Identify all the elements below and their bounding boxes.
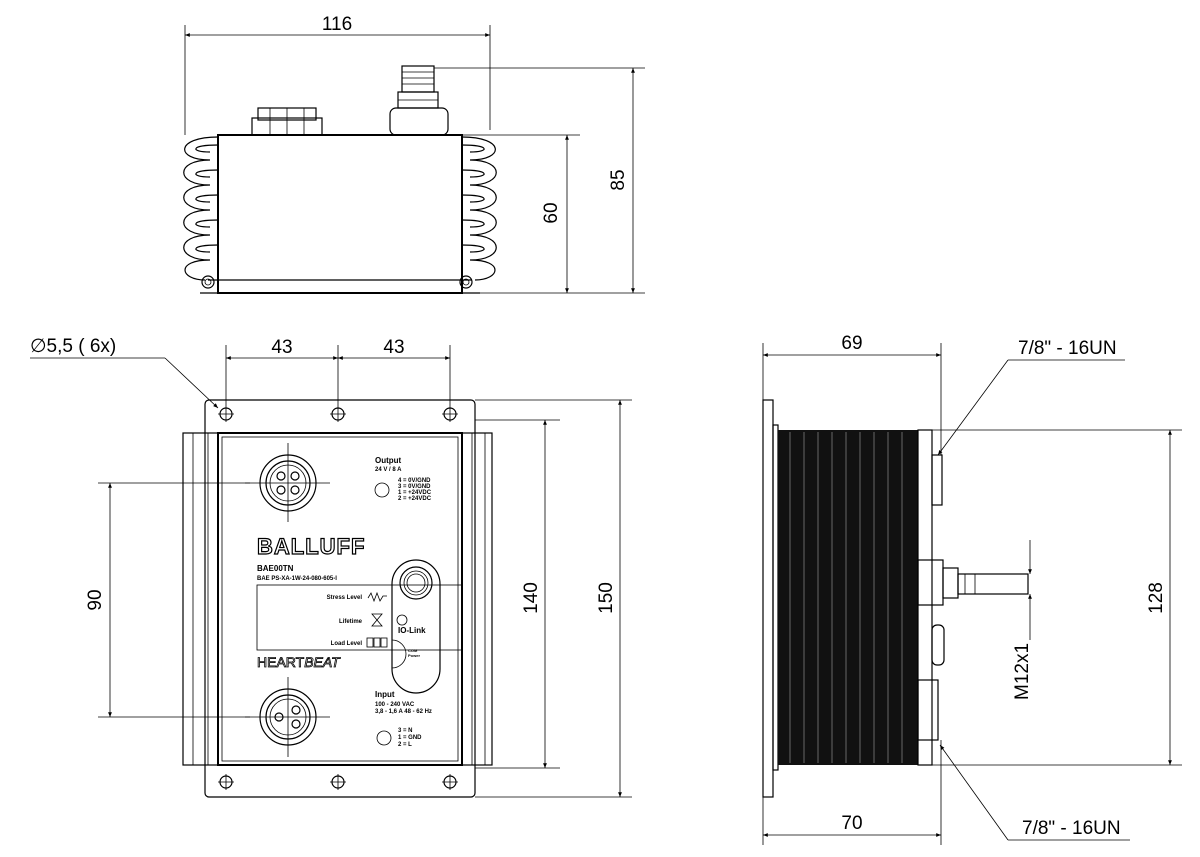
hourglass-icon (371, 613, 383, 627)
input-title: Input (375, 690, 395, 699)
input-pin: 3 = N (398, 728, 413, 734)
front-view: Output 24 V / 8 A 4 = 0V/GND 3 = 0V/GND … (30, 336, 632, 798)
top-connector-left (251, 107, 323, 136)
dim-width-116: 116 (322, 14, 352, 35)
top-body (217, 134, 463, 294)
input-pin: 2 = L (398, 742, 412, 748)
mounting-holes (218, 406, 458, 790)
dim-43-right: 43 (383, 337, 404, 358)
input-pin-icon (376, 730, 392, 746)
side-output-connector (931, 454, 943, 506)
dim-128: 128 (1146, 582, 1167, 614)
thread-bottom-label: 7/8" - 16UN (1022, 818, 1121, 839)
m12-connector (942, 567, 959, 599)
io-link-window (391, 559, 441, 694)
input-current: 3,8 - 1,6 A 48 - 62 Hz (375, 709, 432, 715)
output-pin: 4 = 0V/GND (398, 478, 431, 484)
part-number: BAE PS-XA-1W-24-080-605-I (257, 576, 337, 582)
thread-top-label: 7/8" - 16UN (1018, 338, 1117, 359)
m12-label: M12x1 (1012, 643, 1033, 700)
dim-70: 70 (841, 813, 862, 834)
dim-150: 150 (596, 582, 617, 614)
lifetime-label: Lifetime (339, 619, 363, 625)
dim-height-60: 60 (541, 202, 562, 223)
load-bars-icon (366, 637, 388, 648)
power-label: Power (408, 653, 420, 658)
output-connector (245, 443, 330, 522)
right-rail (461, 432, 493, 766)
dim-90: 90 (85, 589, 106, 610)
right-fins (461, 136, 497, 281)
side-fins (778, 430, 918, 765)
hole-note: ∅5,5 ( 6x) (30, 336, 116, 357)
balluff-logo: BALLUFF (257, 534, 365, 559)
side-input-connector (917, 679, 939, 741)
top-view: 116 60 85 (183, 14, 645, 294)
output-rating: 24 V / 8 A (375, 467, 402, 473)
output-pin: 2 = +24VDC (398, 496, 432, 502)
output-title: Output (375, 456, 402, 465)
model-label: BAE00TN (257, 564, 294, 573)
output-pin-icon (374, 482, 390, 498)
input-pin: 1 = GND (398, 735, 422, 741)
left-fins (183, 136, 219, 281)
output-pin: 3 = 0V/GND (398, 484, 431, 490)
stress-level-label: Stress Level (327, 595, 363, 601)
side-plate (762, 399, 774, 798)
input-voltage: 100 - 240 VAC (375, 702, 415, 708)
stress-wave-icon (367, 591, 387, 603)
io-link-label: IO-Link (398, 626, 426, 635)
output-pin: 1 = +24VDC (398, 490, 432, 496)
side-view: 69 70 128 M12x1 7/8" - 16UN 7/8" - 16UN (762, 333, 1182, 845)
dim-43-left: 43 (271, 337, 292, 358)
com-label: COM (408, 648, 418, 653)
top-connector-right (389, 65, 449, 136)
io-link-icon (396, 614, 408, 626)
dim-140: 140 (521, 582, 542, 614)
mounting-plate (204, 399, 476, 798)
dim-69: 69 (841, 333, 862, 354)
heartbeat-logo: HEARTBEAT (257, 654, 341, 670)
dim-height-85: 85 (608, 169, 629, 190)
load-level-label: Load Level (331, 641, 363, 647)
input-connector (245, 677, 330, 757)
